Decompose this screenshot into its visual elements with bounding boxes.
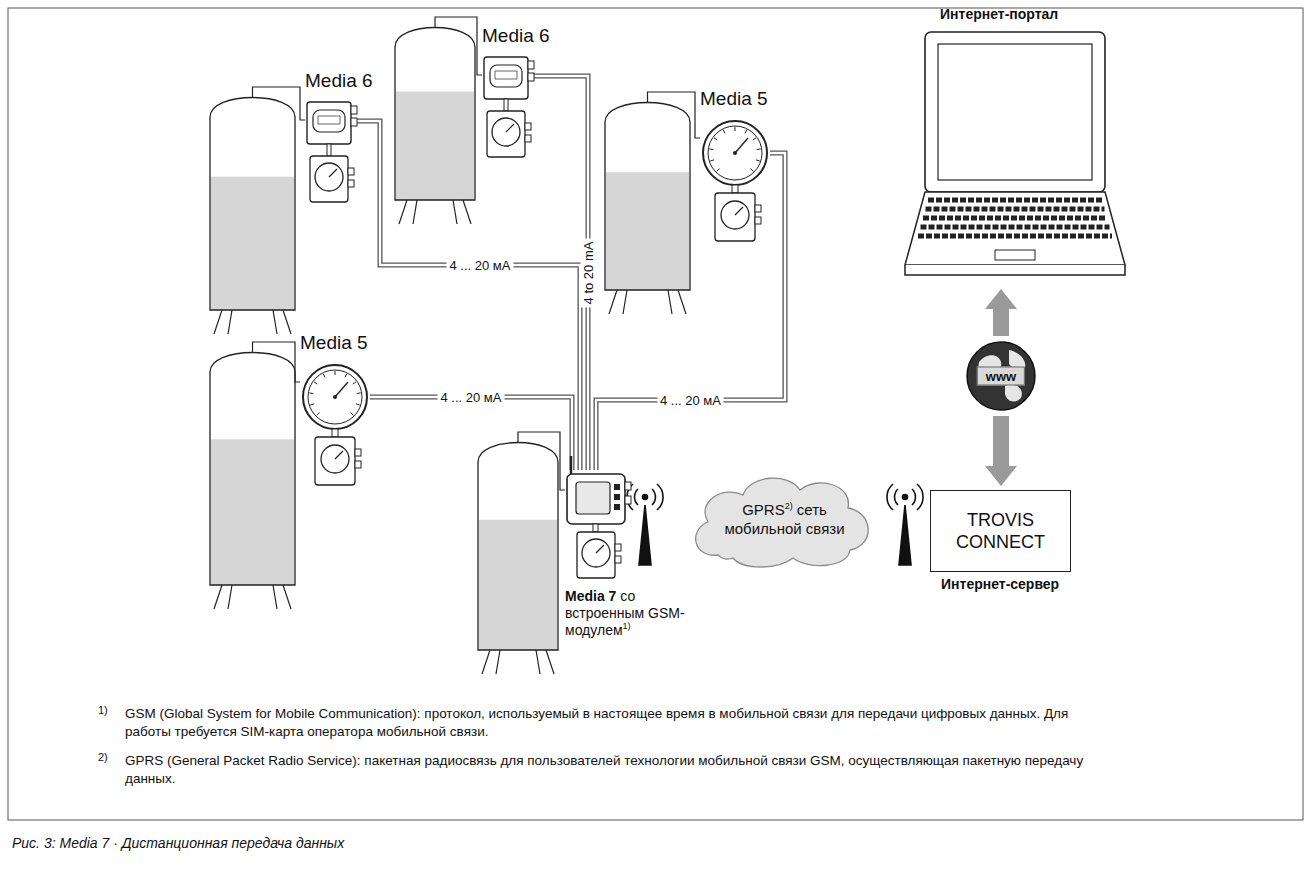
connector: [530, 76, 588, 470]
tank: [395, 17, 482, 224]
server-box: TROVIS CONNECTИнтернет-сервер: [930, 490, 1071, 572]
footnote-number: 1): [98, 703, 118, 718]
device-drawing: [565, 470, 627, 582]
node-text: 2): [785, 501, 793, 511]
node-text: GPRS: [742, 501, 785, 518]
node-text: Интернет-портал: [940, 6, 1058, 22]
tank: [210, 87, 305, 334]
connector: [370, 397, 572, 470]
connector: [985, 416, 1017, 486]
laptop: Интернет-портал: [900, 30, 1130, 285]
media5-device: Media 5: [300, 362, 370, 487]
signal-label: 4 ... 20 мА: [657, 393, 724, 408]
node-text: www: [977, 367, 1025, 386]
media6-device: Media 6: [305, 100, 353, 205]
tank: [210, 342, 300, 609]
footnote-number: 2): [98, 750, 118, 765]
device-drawing: [305, 100, 353, 205]
device-drawing: [300, 362, 370, 487]
gprs-cloud: GPRS2)сеть мобильной связи: [688, 470, 873, 570]
device-caption: Media 7со встроенным GSM-модулем1): [565, 588, 715, 638]
connector: [596, 153, 785, 470]
figure-caption: Рис. 3: Media 7 · Дистанционная передача…: [12, 834, 344, 853]
signal-label: 4 ... 20 мА: [447, 258, 514, 273]
frame: [8, 8, 1303, 820]
laptop-shape: [900, 30, 1130, 285]
connector: [985, 289, 1017, 336]
media7-device: Media 7со встроенным GSM-модулем1): [565, 470, 627, 582]
tank: [605, 92, 700, 314]
cloud-text: GPRS2)сеть мобильной связи: [718, 470, 851, 570]
node-text: Media 7: [565, 588, 616, 604]
connector: [353, 121, 580, 470]
device-drawing: [482, 55, 530, 160]
node-text: Media 6: [305, 70, 373, 92]
signal-label: 4 to 20 mA: [581, 239, 596, 308]
node-text: Media 6: [482, 25, 550, 47]
signal-label: 4 ... 20 мА: [438, 390, 505, 405]
media5-device: Media 5: [700, 118, 770, 243]
tanks: [210, 17, 700, 674]
node-text: Media 5: [300, 332, 368, 354]
internet-globe: www: [965, 340, 1037, 412]
footnote-text: GSM (Global System for Mobile Communicat…: [125, 705, 1085, 741]
media6-device: Media 6: [482, 55, 530, 160]
tank: [478, 432, 565, 674]
node-text: TROVIS CONNECT: [931, 503, 1070, 560]
node-text: Media 5: [700, 88, 768, 110]
node-text: Интернет-сервер: [941, 576, 1059, 592]
footnote-text: GPRS (General Packet Radio Service): пак…: [125, 752, 1085, 788]
node-text: 1): [623, 621, 631, 631]
cloud-label: GPRS2)сеть мобильной связи: [718, 501, 851, 539]
device-drawing: [700, 118, 770, 243]
